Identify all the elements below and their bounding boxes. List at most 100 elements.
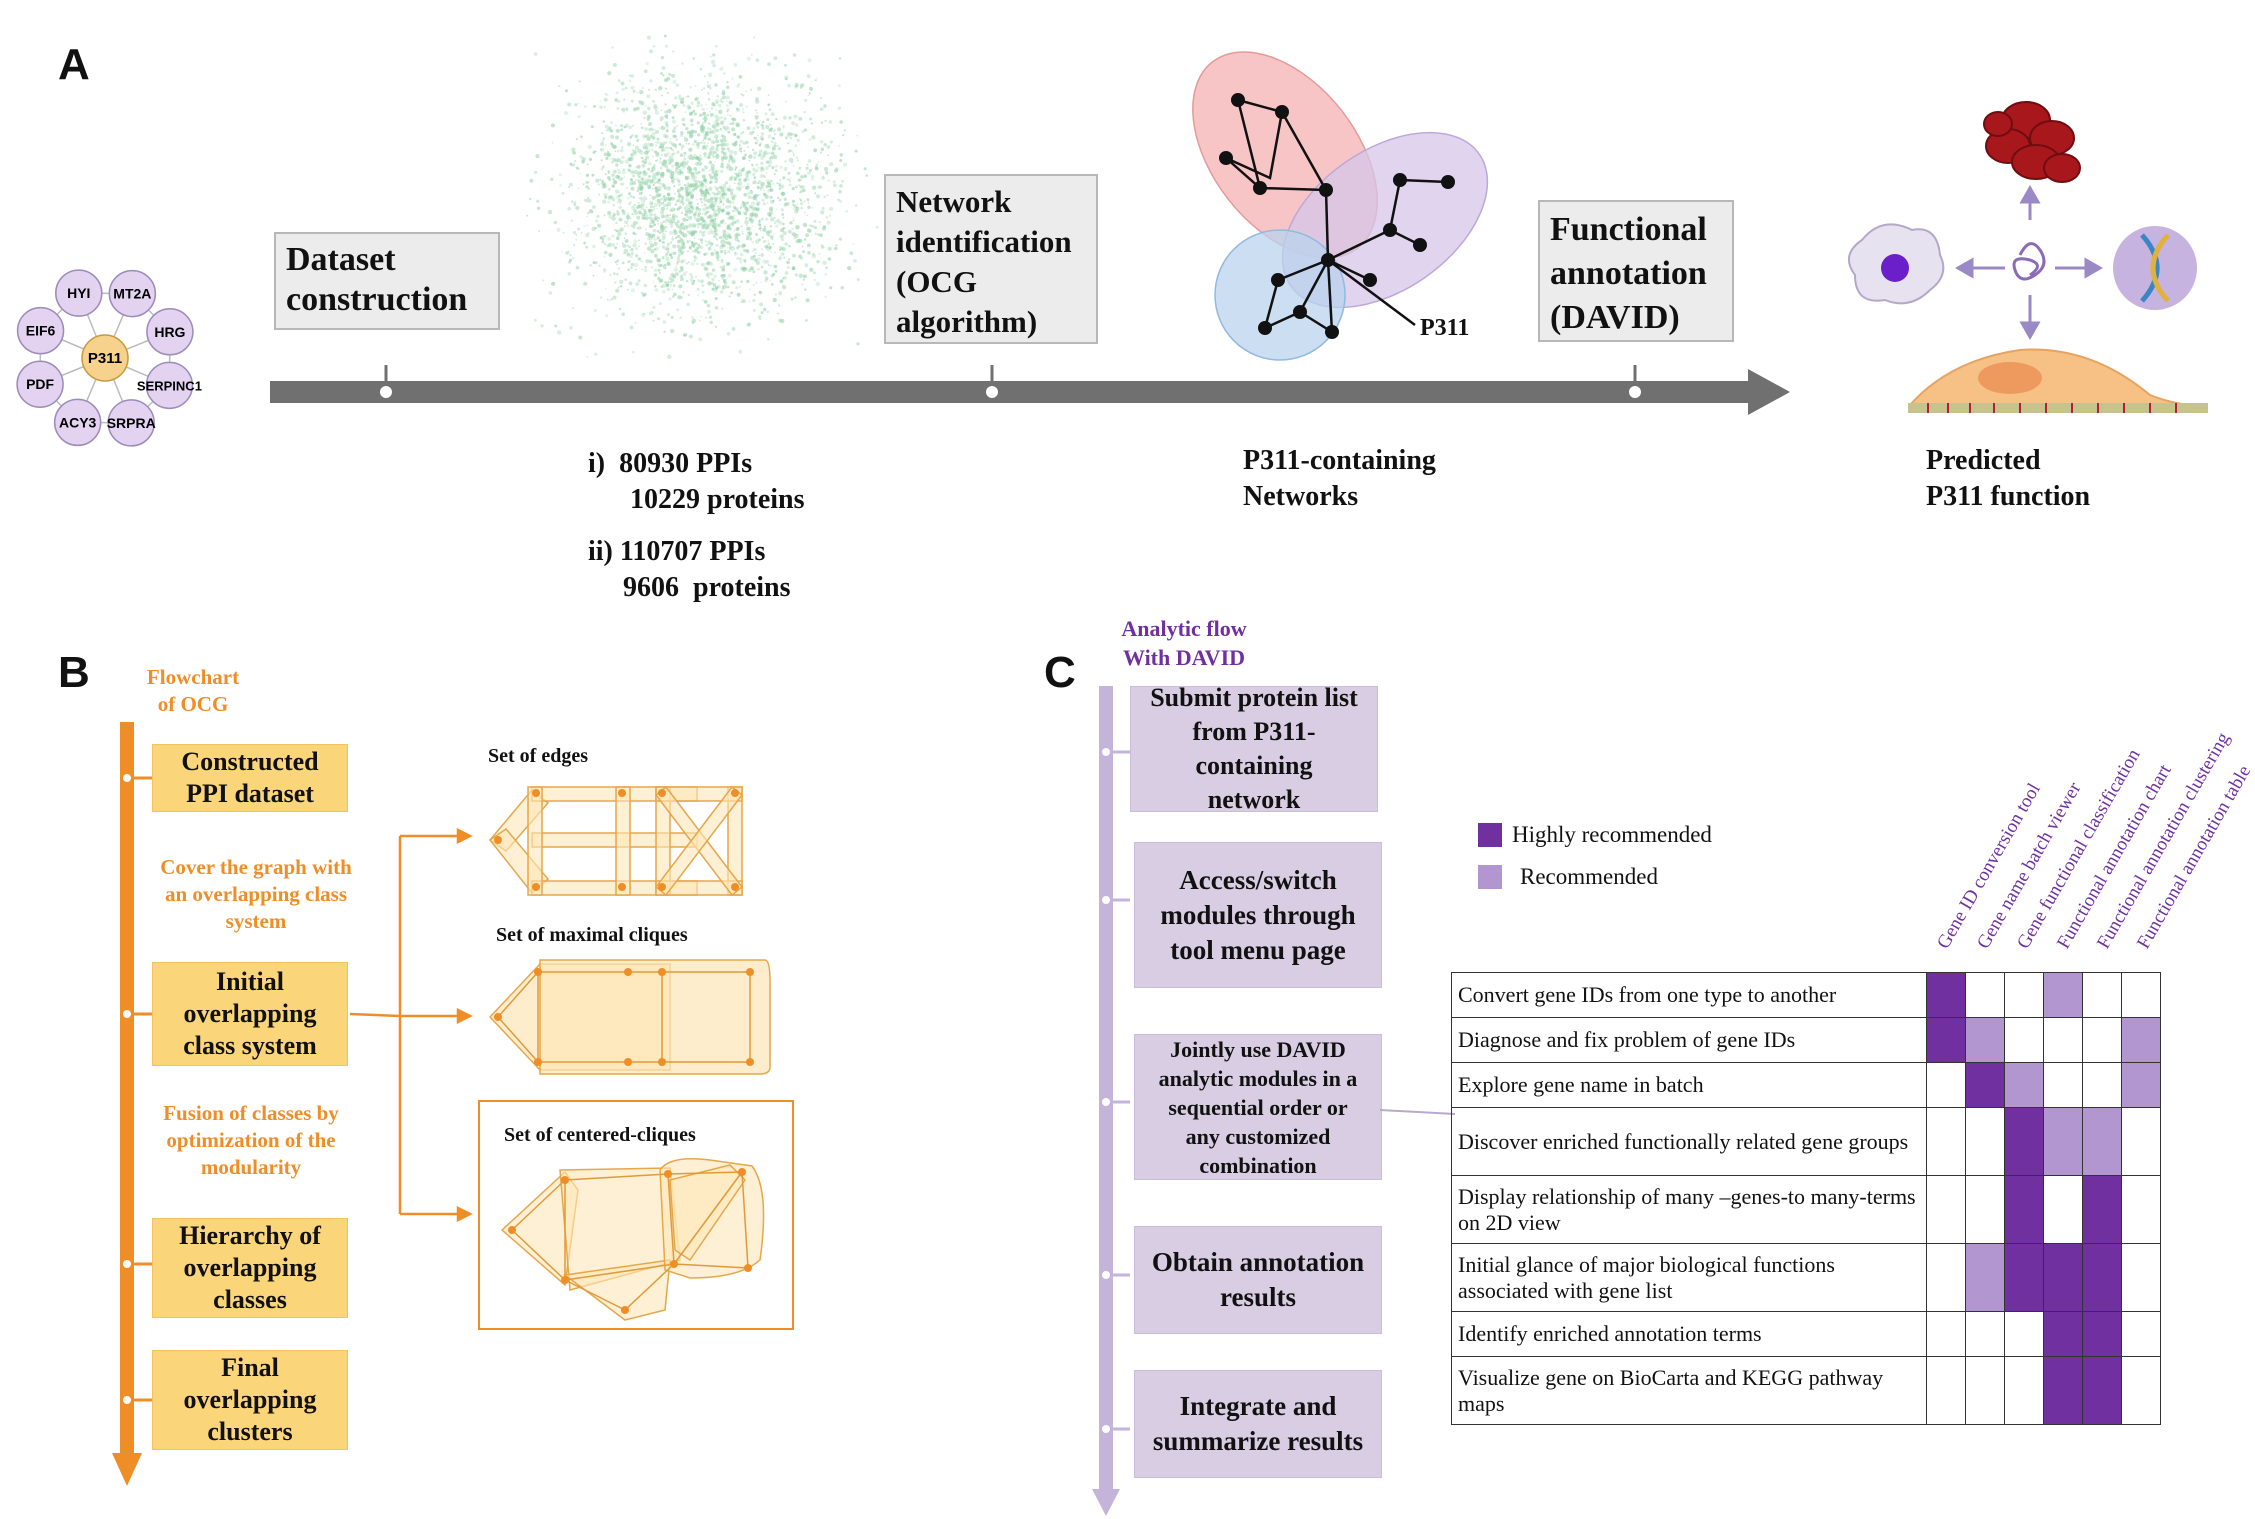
hub-node-eif6: EIF6 [16, 306, 65, 355]
final-overlapping-clusters-box: Final overlapping clusters [152, 1350, 348, 1450]
highly-recommended-cell [1926, 972, 1966, 1018]
step-dataset-construction: Dataset construction [274, 232, 500, 330]
set-branch-connectors [349, 827, 473, 1223]
hub-node-hrg: HRG [146, 308, 194, 356]
svg-text:P311: P311 [88, 350, 122, 367]
function-caption: Predicted P311 function [1926, 445, 2091, 512]
highly-recommended-cell [2082, 1175, 2122, 1244]
empty-cell [2043, 1175, 2083, 1244]
initial-overlapping-class-system-box: Initial overlapping class system [152, 962, 348, 1066]
svg-text:SERPINC1: SERPINC1 [137, 378, 202, 393]
p311-node-label: P311 [1420, 315, 1470, 341]
recommended-cell [2004, 1062, 2044, 1108]
empty-cell [1965, 1175, 2005, 1244]
empty-cell [2082, 1017, 2122, 1063]
svg-text:ACY3: ACY3 [59, 414, 97, 430]
svg-text:SRPRA: SRPRA [107, 415, 156, 431]
empty-cell [2043, 1017, 2083, 1063]
recommended-cell [2121, 1062, 2161, 1108]
svg-text:HYI: HYI [67, 285, 90, 301]
row-label: Identify enriched annotation terms [1451, 1311, 1927, 1357]
red-blood-cells-icon [1983, 101, 2081, 183]
table-row: Visualize gene on BioCarta and KEGG path… [1451, 1356, 2161, 1425]
set-of-maximal-cliques-label: Set of maximal cliques [496, 924, 688, 946]
highly-recommended-cell [1926, 1017, 1966, 1063]
flowchart-title: Flowchart of OCG [146, 665, 240, 716]
empty-cell [2082, 972, 2122, 1018]
dna-icon [2113, 226, 2197, 310]
highly-recommended-cell [2043, 1356, 2083, 1425]
row-label: Diagnose and fix problem of gene IDs [1451, 1017, 1927, 1063]
integrate-summarize-step: Integrate and summarize results [1134, 1370, 1382, 1478]
panel-label-b: B [58, 648, 90, 697]
empty-cell [2121, 972, 2161, 1018]
svg-text:PDF: PDF [26, 376, 54, 392]
empty-cell [1926, 1243, 1966, 1312]
empty-cell [1965, 972, 2005, 1018]
empty-cell [1965, 1311, 2005, 1357]
recommended-cell [2043, 972, 2083, 1018]
hub-node-mt2a: MT2A [108, 269, 157, 318]
set-of-centered-cliques-label: Set of centered-cliques [504, 1124, 696, 1146]
highly-recommended-cell [2004, 1107, 2044, 1176]
access-switch-modules-step: Access/switch modules through tool menu … [1134, 842, 1382, 988]
row-label: Visualize gene on BioCarta and KEGG path… [1451, 1356, 1927, 1425]
hub-node-pdf: PDF [16, 360, 64, 408]
highly-recommended-cell [2043, 1243, 2083, 1312]
timeline-arrow [270, 365, 1790, 415]
constructed-ppi-dataset-box: Constructed PPI dataset [152, 744, 348, 812]
protein-icon [2012, 242, 2046, 281]
panel-label-a: A [58, 40, 90, 89]
centered-cliques-frame [478, 1100, 794, 1330]
predicted-function-illustration [1847, 101, 2208, 413]
row-label: Initial glance of major biological funct… [1451, 1243, 1927, 1312]
legend-highly-recommended-label: Highly recommended [1512, 822, 1712, 847]
hub-node-acy3: ACY3 [53, 398, 102, 447]
empty-cell [1926, 1356, 1966, 1425]
ocg-flow-arrow [112, 722, 152, 1486]
cover-graph-note: Cover the graph with an overlapping clas… [160, 855, 352, 933]
table-row: Display relationship of many –genes-to m… [1451, 1175, 2161, 1244]
dataset-stats-2: ii) 110707 PPIs 9606 proteins [588, 536, 791, 603]
table-row: Identify enriched annotation terms [1451, 1311, 2161, 1357]
empty-cell [2121, 1107, 2161, 1176]
set-of-maximal-cliques-graph [488, 959, 771, 1075]
p311-network-clusters [1192, 51, 1489, 361]
table-row: Diagnose and fix problem of gene IDs [1451, 1017, 2161, 1063]
row-label: Explore gene name in batch [1451, 1062, 1927, 1108]
table-row: Explore gene name in batch [1451, 1062, 2161, 1108]
legend-recommended-label: Recommended [1520, 864, 1658, 889]
empty-cell [1965, 1356, 2005, 1425]
step-functional-annotation: Functional annotation (DAVID) [1538, 200, 1734, 342]
empty-cell [2121, 1175, 2161, 1244]
analytic-flow-title: Analytic flow With DAVID [1121, 616, 1247, 670]
immune-cell-icon [1847, 223, 1945, 305]
empty-cell [1965, 1107, 2005, 1176]
highly-recommended-cell [2004, 1175, 2044, 1244]
highly-recommended-cell [2082, 1356, 2122, 1425]
set-of-edges-graph [488, 785, 744, 897]
dataset-stats-1: i) 80930 PPIs 10229 proteins [588, 448, 805, 515]
empty-cell [2004, 1311, 2044, 1357]
hub-node-p311: P311 [81, 334, 129, 382]
empty-cell [2121, 1311, 2161, 1357]
highly-recommended-cell [2082, 1243, 2122, 1312]
recommended-cell [2043, 1107, 2083, 1176]
ppi-network-cloud [526, 34, 879, 359]
step-network-identification: Network identification (OCG algorithm) [884, 174, 1098, 344]
svg-text:EIF6: EIF6 [26, 323, 56, 339]
table-row: Convert gene IDs from one type to anothe… [1451, 972, 2161, 1018]
row-label: Convert gene IDs from one type to anothe… [1451, 972, 1927, 1018]
highly-recommended-cell [1965, 1062, 2005, 1108]
table-row: Discover enriched functionally related g… [1451, 1107, 2161, 1176]
empty-cell [1926, 1175, 1966, 1244]
fusion-of-classes-note: Fusion of classes by optimization of the… [163, 1101, 339, 1179]
empty-cell [1926, 1311, 1966, 1357]
module-recommendation-table: Convert gene IDs from one type to anothe… [1451, 972, 2161, 1425]
recommended-cell [1965, 1017, 2005, 1063]
empty-cell [2121, 1243, 2161, 1312]
legend-highly-recommended-swatch [1478, 823, 1502, 847]
recommended-cell [1965, 1243, 2005, 1312]
panel-label-c: C [1044, 648, 1076, 697]
